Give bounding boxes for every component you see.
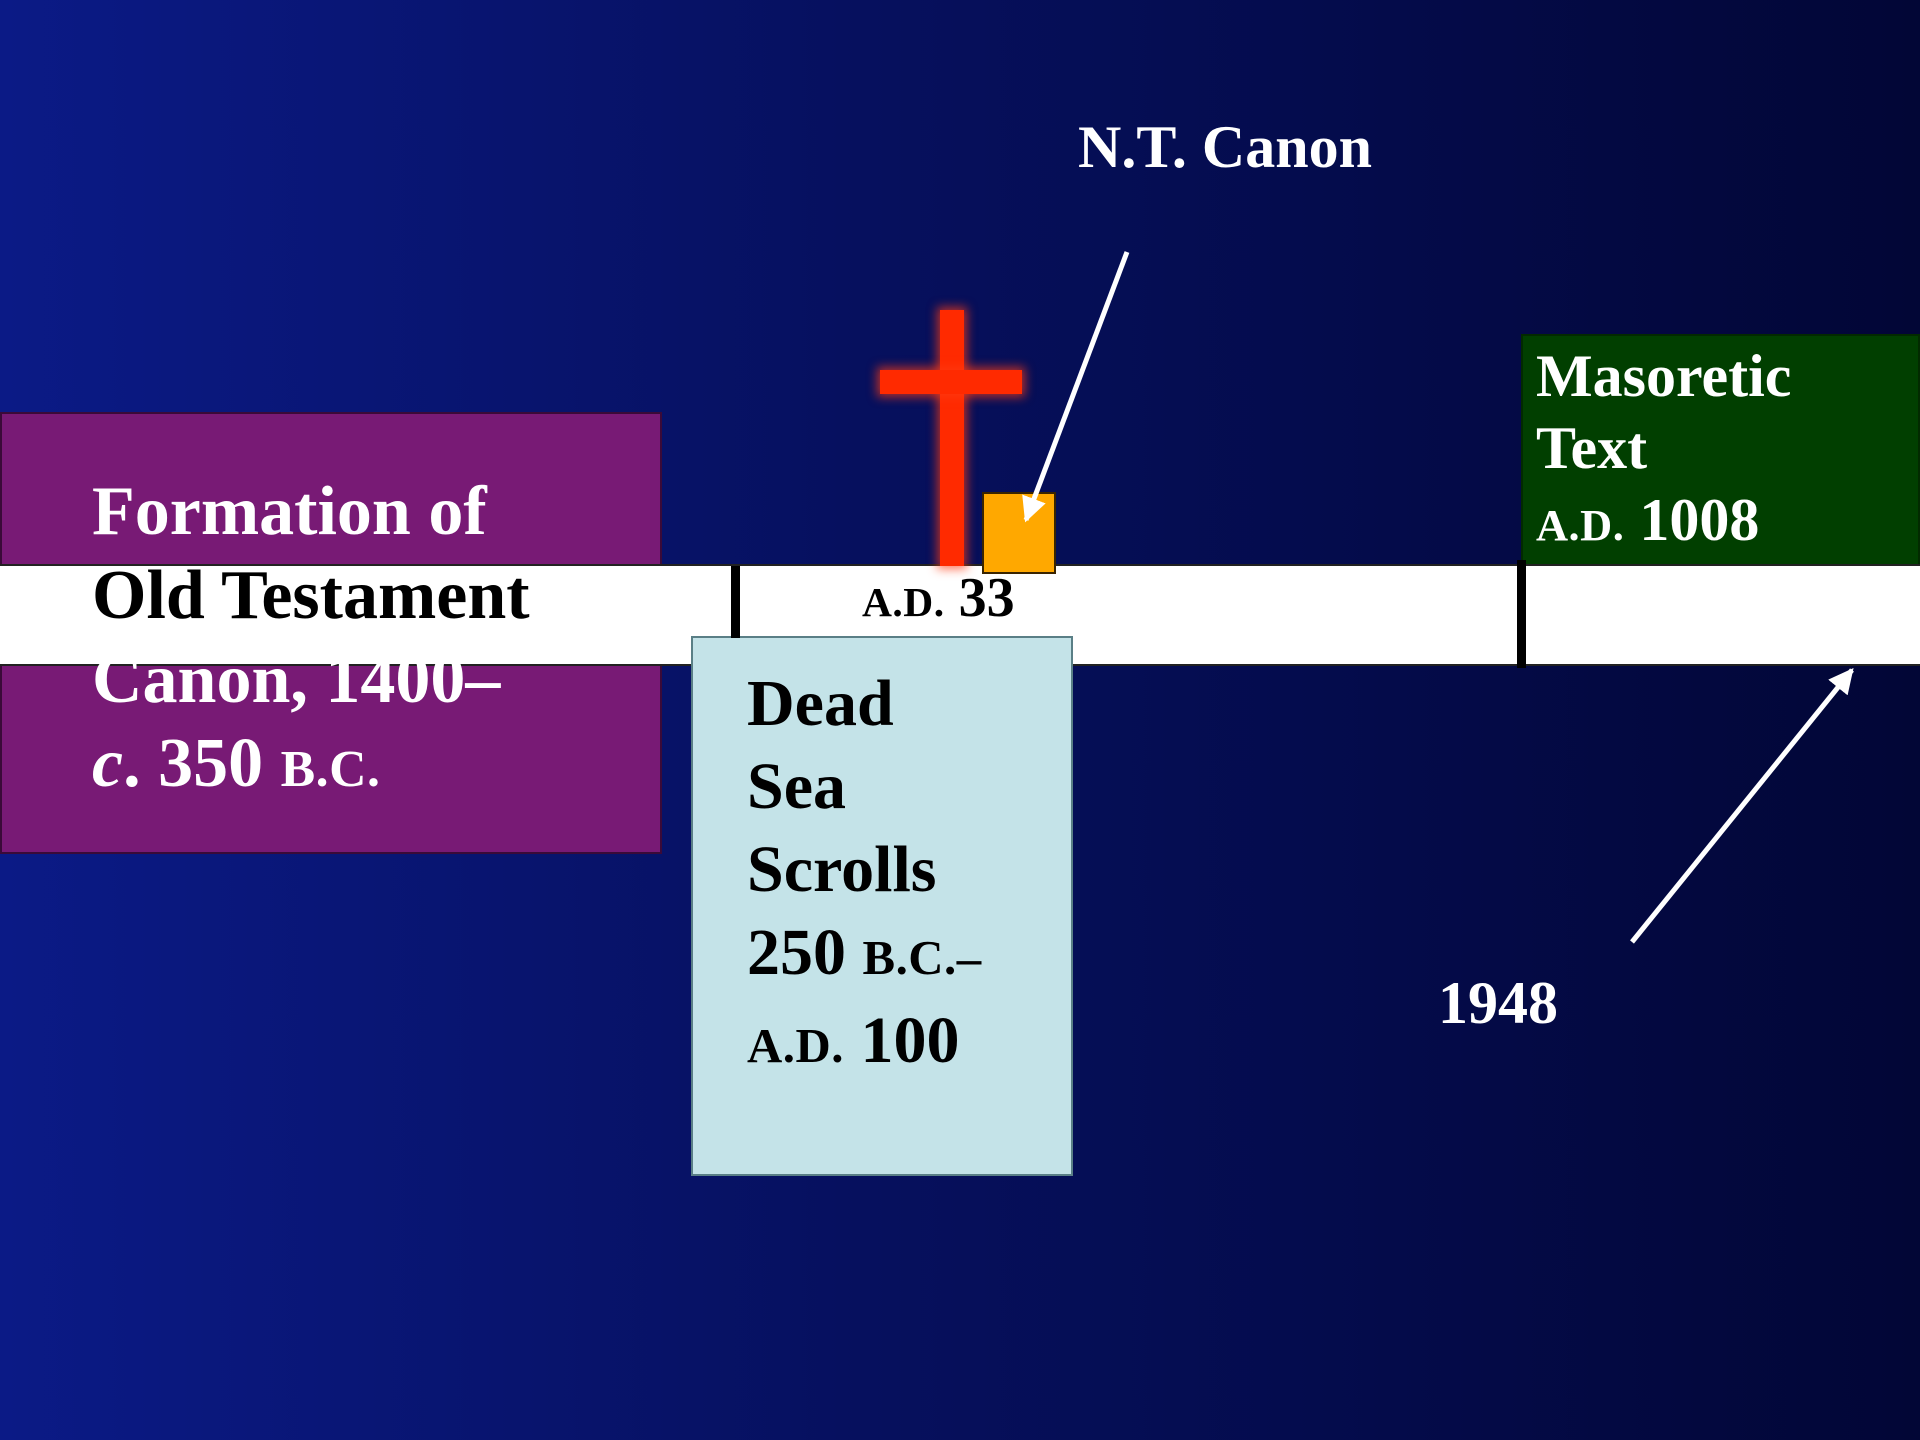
- ad33-era: A.D.: [862, 579, 945, 625]
- mt-era: A.D.: [1536, 500, 1625, 550]
- dead-sea-scrolls-label: Dead Sea Scrolls 250 B.C.– A.D. 100: [747, 662, 1067, 1087]
- dss-line-5: A.D. 100: [747, 999, 1067, 1087]
- dss-start-era: B.C.–: [862, 930, 982, 985]
- discovery-year-label: 1948: [1438, 970, 1558, 1036]
- ot-line-2: Old Testament: [92, 557, 530, 634]
- timeline-tick-right: [1517, 560, 1526, 668]
- masoretic-text-label: Masoretic Text A.D. 1008: [1536, 340, 1916, 561]
- ad33-label: A.D. 33: [862, 566, 1015, 634]
- old-testament-label: Formation of Old Testament Canon, 1400– …: [92, 470, 652, 812]
- cross-icon-bar: [880, 370, 1022, 394]
- dss-end-era: A.D.: [747, 1018, 844, 1073]
- ot-year: . 350: [123, 725, 264, 802]
- mt-line-1: Masoretic: [1536, 343, 1792, 409]
- nt-canon-label: N.T. Canon: [1078, 114, 1372, 180]
- ot-era: B.C.: [280, 741, 381, 798]
- ot-line-4: c. 350 B.C.: [92, 722, 652, 812]
- mt-line-3: A.D. 1008: [1536, 484, 1916, 561]
- mt-year: 1008: [1639, 487, 1760, 553]
- discovery-arrow-icon: [1630, 668, 1854, 944]
- dss-line-1: Dead: [747, 667, 894, 740]
- nt-canon-arrow-icon: [1022, 251, 1130, 523]
- dss-start-year: 250: [747, 916, 846, 989]
- dead-sea-scrolls-box: [691, 636, 1073, 1176]
- dss-line-4: 250 B.C.–: [747, 911, 1067, 999]
- cross-icon: [940, 310, 964, 566]
- ot-line-1: Formation of: [92, 473, 487, 550]
- dss-line-2: Sea: [747, 750, 846, 823]
- dss-line-3: Scrolls: [747, 833, 937, 906]
- ad33-year: 33: [958, 567, 1015, 629]
- mt-line-2: Text: [1536, 415, 1648, 481]
- timeline-tick-left: [731, 566, 740, 638]
- dss-end-year: 100: [860, 1004, 960, 1077]
- ot-line-3: Canon, 1400–: [92, 641, 501, 718]
- ot-circa: c: [92, 725, 124, 802]
